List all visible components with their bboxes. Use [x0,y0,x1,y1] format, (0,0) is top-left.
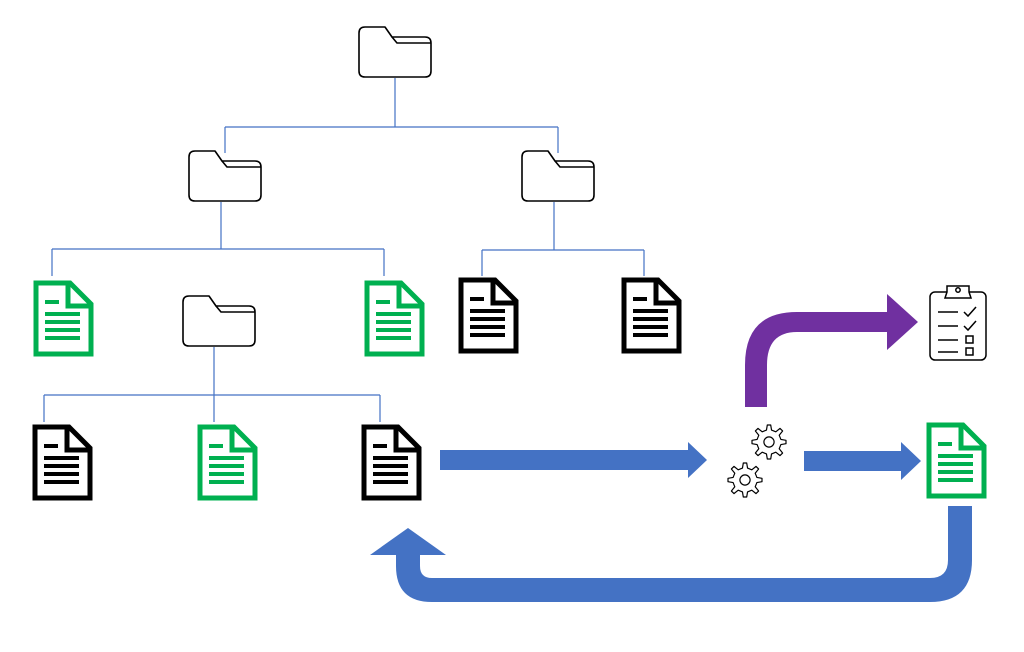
return-arrow [370,506,972,602]
connector-folder-b [481,202,645,276]
connector-root [224,78,559,153]
flow-arrow-to-output [804,442,921,480]
folder-b-icon [521,150,595,202]
folder-a-sub-icon [182,295,256,347]
doc-b1-icon [461,280,516,351]
doc-sub2-icon [200,427,255,498]
gears-icon [727,424,787,498]
doc-a2-icon [367,283,422,354]
flow-arrow-to-processor [440,442,707,478]
tree-connectors [43,78,645,422]
clipboard-checklist-icon [929,285,987,361]
doc-sub3-icon [364,427,419,498]
doc-sub1-icon [35,427,90,498]
folder-a-icon [188,150,262,202]
doc-b2-icon [624,280,679,351]
report-arrow [745,294,918,407]
output-doc-icon [929,425,984,496]
root-folder-icon [358,26,432,78]
connector-folder-sub [43,347,381,422]
doc-a1-icon [36,283,91,354]
connector-folder-a [51,202,385,276]
